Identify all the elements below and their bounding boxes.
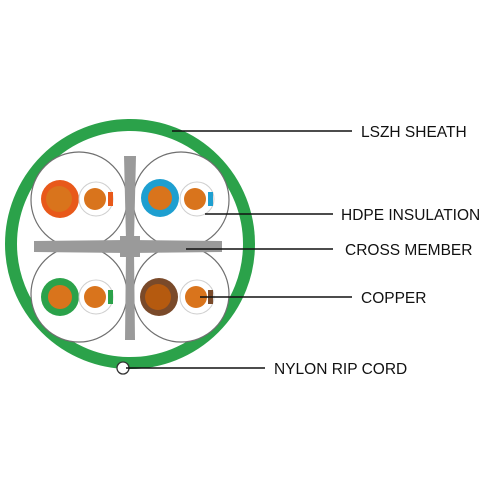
solid-conductor-copper-core: [46, 186, 72, 212]
cross-member-center: [120, 236, 140, 257]
twisted-pair-green: [41, 278, 114, 316]
label-hdpe-insulation: HDPE INSULATION: [341, 207, 480, 224]
twisted-pair-orange: [41, 180, 114, 218]
cross-member-spline: [34, 156, 222, 340]
striped-conductor-stripe-green: [108, 290, 113, 304]
solid-conductor-copper-core: [48, 285, 72, 309]
solid-conductor-copper-core: [148, 186, 172, 210]
striped-conductor-stripe-blue: [208, 192, 213, 206]
striped-conductor-copper-core: [84, 286, 106, 308]
twisted-pair-blue: [141, 179, 215, 217]
solid-conductor-copper-core: [145, 284, 171, 310]
striped-conductor-copper-core: [184, 188, 206, 210]
lszh-sheath-ring: [5, 119, 255, 369]
twisted-pair-brown: [140, 278, 215, 316]
label-cross-member: CROSS MEMBER: [345, 242, 472, 259]
label-copper: COPPER: [361, 290, 426, 307]
striped-conductor-stripe-orange: [108, 192, 113, 206]
label-lszh-sheath: LSZH SHEATH: [361, 124, 467, 141]
striped-conductor-copper-core: [185, 286, 207, 308]
striped-conductor-copper-core: [84, 188, 106, 210]
label-nylon-rip-cord: NYLON RIP CORD: [274, 361, 407, 378]
